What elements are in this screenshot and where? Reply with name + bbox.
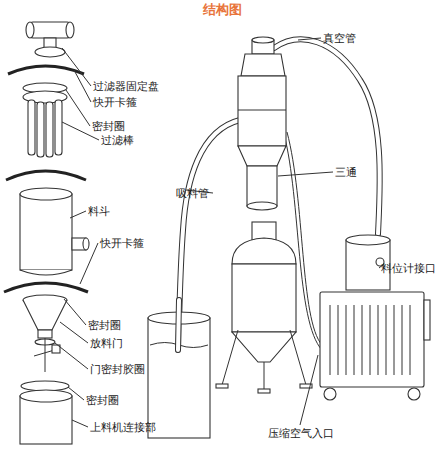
part-label: 门密封胶圈 — [90, 363, 145, 376]
leader-line — [72, 420, 88, 427]
suction-hose — [178, 300, 179, 350]
connection-top — [20, 390, 72, 402]
quick-clamp — [6, 171, 86, 180]
leader-line — [68, 387, 84, 400]
vacuum-hose — [274, 39, 380, 234]
quick-clamp — [8, 66, 84, 74]
hopper — [20, 188, 89, 275]
housing-end — [26, 22, 34, 38]
leader-line — [60, 322, 88, 343]
inlet-end — [83, 238, 89, 250]
tank-body — [232, 264, 296, 332]
vent — [402, 305, 403, 375]
vent — [378, 305, 379, 375]
filter-rod — [37, 102, 44, 157]
wheel — [324, 388, 336, 400]
part-label: 密封圈 — [88, 319, 121, 332]
filter-rods — [23, 91, 67, 157]
filter-fixing-disk — [26, 22, 74, 57]
leader-line — [80, 243, 98, 284]
vacuum-pump-unit — [320, 235, 430, 400]
part-label: 料斗 — [88, 205, 110, 218]
pump-cabinet — [320, 292, 424, 387]
leader-line — [66, 90, 90, 126]
vent — [338, 305, 339, 375]
part-label: 快开卡箍 — [93, 96, 137, 109]
filter-rod — [55, 100, 62, 155]
tank-foot — [258, 389, 270, 393]
disk-housing — [30, 22, 70, 38]
vent — [386, 305, 387, 375]
discharge-door — [23, 300, 67, 372]
filter-rod — [28, 100, 35, 155]
door-rod — [45, 338, 46, 372]
leader-line — [64, 299, 86, 325]
leader-line — [278, 172, 333, 176]
part-label: 过滤棒 — [101, 134, 134, 147]
three-way-bottom — [247, 202, 277, 210]
part-label: 密封圈 — [92, 120, 125, 133]
connection-part — [20, 390, 72, 444]
feeder-cap — [241, 54, 285, 76]
suction-hose — [178, 300, 179, 350]
part-label: 密封圈 — [86, 394, 119, 407]
tank-leg — [264, 362, 265, 390]
leader-lines — [55, 38, 384, 427]
feeder-seam — [238, 110, 286, 111]
disk-plate — [35, 47, 65, 57]
vent — [370, 305, 371, 375]
housing-end — [66, 22, 74, 38]
part-label: 真空管 — [323, 32, 356, 45]
tank-leg — [290, 330, 306, 385]
hopper-bottom — [20, 270, 72, 275]
tank-foot — [216, 384, 228, 388]
part-label: 快开卡箍 — [100, 237, 144, 250]
part-label: 压缩空气入口 — [268, 427, 334, 440]
wheel — [408, 388, 420, 400]
outlet-top — [252, 37, 274, 43]
part-label: 上料机连接部 — [90, 421, 156, 434]
part-label: 放料门 — [90, 337, 123, 350]
vent — [346, 305, 347, 375]
vent — [354, 305, 355, 375]
part-label: 料位计接口 — [381, 262, 436, 275]
vent — [394, 305, 395, 375]
connection-body — [20, 396, 72, 444]
leader-line — [70, 211, 86, 218]
leader-line — [74, 70, 91, 102]
receiving-tank — [216, 222, 312, 393]
leader-line — [62, 48, 91, 86]
vacuum-hose — [274, 39, 380, 234]
canister-top — [346, 235, 390, 245]
vent — [362, 305, 363, 375]
door-cone — [23, 300, 67, 330]
diagram-title: 结构图 — [0, 2, 445, 18]
filter-rod — [46, 102, 53, 157]
tank-leg — [222, 330, 238, 385]
feeder-cone — [238, 146, 286, 166]
feeder-upper — [238, 76, 286, 146]
vent — [330, 305, 331, 375]
leader-line — [300, 355, 318, 425]
tank-dome — [232, 238, 296, 264]
leader-line — [55, 343, 88, 369]
hopper-top — [20, 188, 72, 200]
tank-neck — [252, 222, 276, 240]
vacuum-feeder — [238, 37, 286, 210]
three-way — [247, 166, 277, 206]
hopper-body — [20, 194, 72, 270]
cabinet-handle — [424, 300, 430, 340]
leader-line — [298, 38, 321, 40]
part-label: 吸料管 — [176, 187, 209, 200]
quick-clamp — [4, 283, 88, 292]
door-neck — [38, 330, 52, 338]
part-label: 三通 — [335, 166, 357, 179]
tank-cone — [232, 332, 296, 362]
vent — [410, 305, 411, 375]
part-label: 过滤器固定盘 — [93, 80, 159, 93]
